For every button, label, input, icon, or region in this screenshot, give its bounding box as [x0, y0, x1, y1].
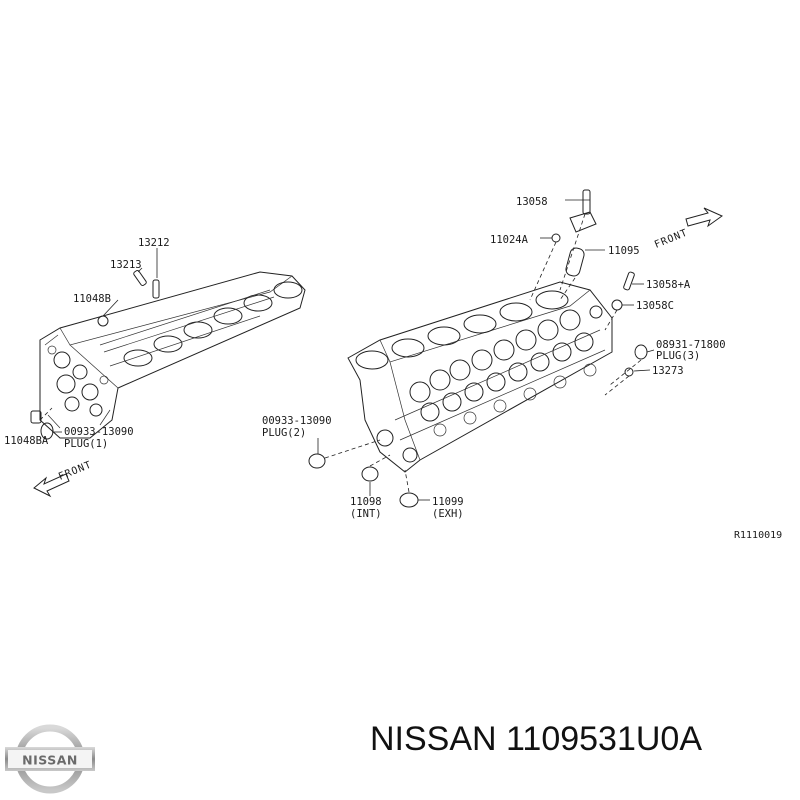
label-13273: 13273 — [652, 365, 684, 377]
nissan-logo-text: NISSAN — [22, 753, 78, 768]
right-cylinder-head — [308, 189, 724, 508]
label-11098: 11098 — [350, 496, 382, 508]
label-13058C: 13058C — [636, 300, 674, 312]
label-plug1-number: 00933-13090 — [64, 426, 134, 438]
label-front-right: FRONT — [653, 227, 690, 250]
label-plug3-name: PLUG(3) — [656, 350, 700, 362]
label-13058: 13058 — [516, 196, 548, 208]
label-13213: 13213 — [110, 259, 142, 271]
label-13058-plus-A: 13058+A — [646, 279, 691, 291]
label-11099: 11099 — [432, 496, 464, 508]
label-11048B: 11048B — [73, 293, 111, 305]
label-11095: 11095 — [608, 245, 640, 257]
label-13212: 13212 — [138, 237, 170, 249]
label-plug2-name: PLUG(2) — [262, 427, 306, 439]
label-plug1-name: PLUG(1) — [64, 438, 108, 450]
label-plug2-number: 00933-13090 — [262, 415, 332, 427]
label-11099-exh: (EXH) — [432, 508, 464, 520]
part-number-title: NISSAN 1109531U0A — [370, 720, 703, 758]
front-arrow-right — [685, 207, 724, 228]
label-front-left: FRONT — [57, 459, 94, 482]
left-cylinder-head — [30, 248, 306, 498]
label-plug3-number: 08931-71800 — [656, 339, 726, 351]
front-arrow-left — [33, 473, 70, 498]
label-11098-int: (INT) — [350, 508, 382, 520]
diagram-reference-code: R1110019 — [734, 530, 782, 541]
label-11024A: 11024A — [490, 234, 529, 246]
label-11048BA: 11048BA — [4, 435, 49, 447]
nissan-logo: NISSAN — [5, 724, 95, 794]
